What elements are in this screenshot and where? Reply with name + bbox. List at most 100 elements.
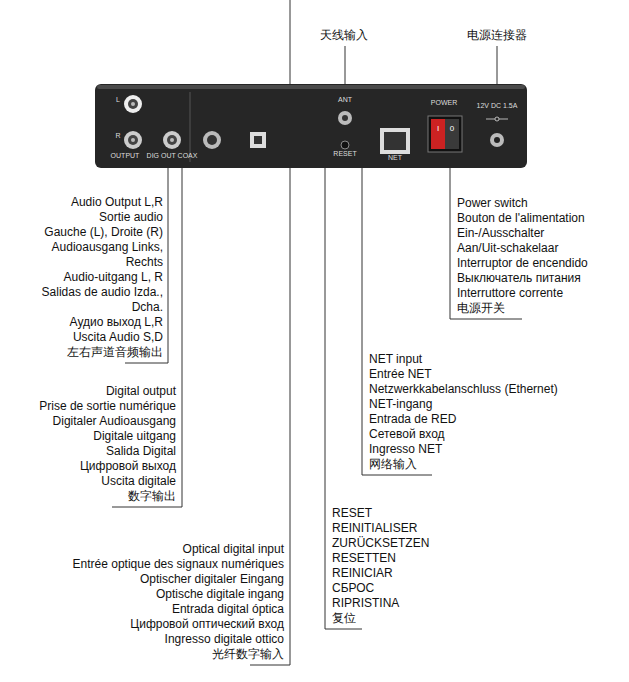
rca-jack (124, 95, 142, 113)
leader-line (182, 168, 183, 507)
callout-label: Entrada digital óptica (40, 602, 284, 617)
power-switch (431, 119, 445, 149)
dc-jack (490, 133, 504, 147)
leader-line (497, 46, 498, 86)
panel-marking: RESET (333, 150, 356, 158)
device-back-panel: L R OUTPUT DIG OUT COAX ANT RESET NET POWER 12V … (95, 84, 527, 168)
callout-text-block: RESETREINITIALISERZURÜCKSETZENRESETTENRE… (332, 506, 452, 626)
callout-label: Optical digital input (40, 542, 284, 557)
callout-label: Interruptor de encendido (457, 256, 617, 271)
dc-jack (494, 137, 500, 143)
callout-label: 数字输出 (10, 489, 176, 504)
callout-label: Цифровой выход (10, 459, 176, 474)
callout-label: 光纤数字输入 (40, 647, 284, 662)
rca-jack (128, 135, 138, 145)
callout-label: Ingresso NET (369, 442, 589, 457)
callout-label: Prise de sortie numérique (10, 399, 176, 414)
reset-hole (341, 141, 349, 149)
callout-label: NET-ingang (369, 397, 589, 412)
callout-label: Digitaler Audioausgang (10, 414, 176, 429)
coax-jack (167, 135, 177, 145)
device-housing (95, 84, 527, 168)
leader-line (290, 168, 291, 665)
leader-line (325, 629, 362, 630)
panel-divider (190, 92, 191, 162)
callout-label: Audio-uitgang L, R (15, 270, 163, 285)
antenna-jack (342, 115, 348, 121)
polarity-symbol (486, 117, 508, 121)
panel-marking: L (116, 96, 120, 104)
panel-marking: 12V DC 1.5A (477, 102, 518, 110)
callout-label: Entrée optique des signaux numériques (40, 557, 284, 572)
leader-line (112, 507, 182, 508)
ethernet-port (384, 132, 406, 150)
leader-line (362, 168, 363, 475)
callout-label: Digital output (10, 384, 176, 399)
callout-label: Uscita Audio S,D (15, 330, 163, 345)
leader-line (325, 168, 326, 629)
leader-line (168, 168, 169, 363)
coax-jack (163, 131, 181, 149)
callout-label: 电源连接器 (467, 28, 527, 43)
callout-label: Entrée NET (369, 367, 589, 382)
panel-marking: I (437, 125, 439, 133)
callout-label: RESETTEN (332, 551, 452, 566)
callout-text-block: Power switchBouton de l'alimentationEin-… (457, 196, 617, 316)
callout-label: Aan/Uit-schakelaar (457, 241, 617, 256)
callout-text-block: NET inputEntrée NETNetzwerkkabelanschlus… (369, 352, 589, 472)
leader-line (450, 319, 522, 320)
callout-label: Выключатель питания (457, 271, 617, 286)
callout-label: 左右声道音频输出 (15, 345, 163, 360)
antenna-jack (338, 111, 352, 125)
callout-label: 天线输入 (320, 28, 368, 43)
jack (207, 135, 217, 145)
panel-marking: POWER (431, 99, 457, 107)
callout-text-block: Digital outputPrise de sortie numériqueD… (10, 384, 176, 504)
callout-label: ZURÜCKSETZEN (332, 536, 452, 551)
panel-marking: 0 (450, 125, 454, 133)
callout-label: Цифровой оптический вход (40, 617, 284, 632)
callout-label: Power switch (457, 196, 617, 211)
callout-label: RESET (332, 506, 452, 521)
callout-label: 电源开关 (457, 301, 617, 316)
callout-label: Uscita digitale (10, 474, 176, 489)
panel-marking: R (115, 132, 120, 140)
callout-label: Gauche (L), Droite (R) (15, 225, 163, 240)
callout-label: Salidas de audio Izda., Dcha. (15, 285, 163, 315)
optical-port (254, 136, 262, 144)
panel-marking: DIG OUT COAX (147, 152, 198, 160)
callout-label: СБРОС (332, 581, 452, 596)
leader-line (362, 475, 432, 476)
callout-label: Sortie audio (15, 210, 163, 225)
callout-label: Netzwerkkabelanschluss (Ethernet) (369, 382, 589, 397)
callout-label: Ein-/Ausschalter (457, 226, 617, 241)
leader-line (450, 168, 451, 319)
rca-jack (124, 131, 142, 149)
callout-label: Digitale uitgang (10, 429, 176, 444)
callout-label: Bouton de l'alimentation (457, 211, 617, 226)
jack (203, 131, 221, 149)
leader-line (250, 665, 290, 666)
panel-marking: NET (388, 154, 402, 162)
panel-marking: ANT (338, 96, 352, 104)
ethernet-port (380, 128, 410, 154)
power-switch (445, 119, 459, 149)
rca-jack (131, 138, 135, 142)
leader-line (290, 0, 291, 84)
panel-marking: OUTPUT (111, 152, 140, 160)
callout-text-block: Optical digital inputEntrée optique des … (40, 542, 284, 662)
callout-label: RIPRISTINA (332, 596, 452, 611)
callout-label: REINICIAR (332, 566, 452, 581)
callout-label: Аудио выход L,R (15, 315, 163, 330)
callout-label: Audioausgang Links, Rechts (15, 240, 163, 270)
housing-edge (97, 85, 525, 89)
callout-label: Optische digitale ingang (40, 587, 284, 602)
coax-jack (170, 138, 174, 142)
optical-port (250, 132, 266, 148)
callout-label: 网络输入 (369, 457, 589, 472)
callout-label: Interruttore corrente (457, 286, 617, 301)
callout-label: Entrada de RED (369, 412, 589, 427)
callout-label: Salida Digital (10, 444, 176, 459)
power-switch (428, 116, 462, 152)
rca-jack (131, 102, 135, 106)
